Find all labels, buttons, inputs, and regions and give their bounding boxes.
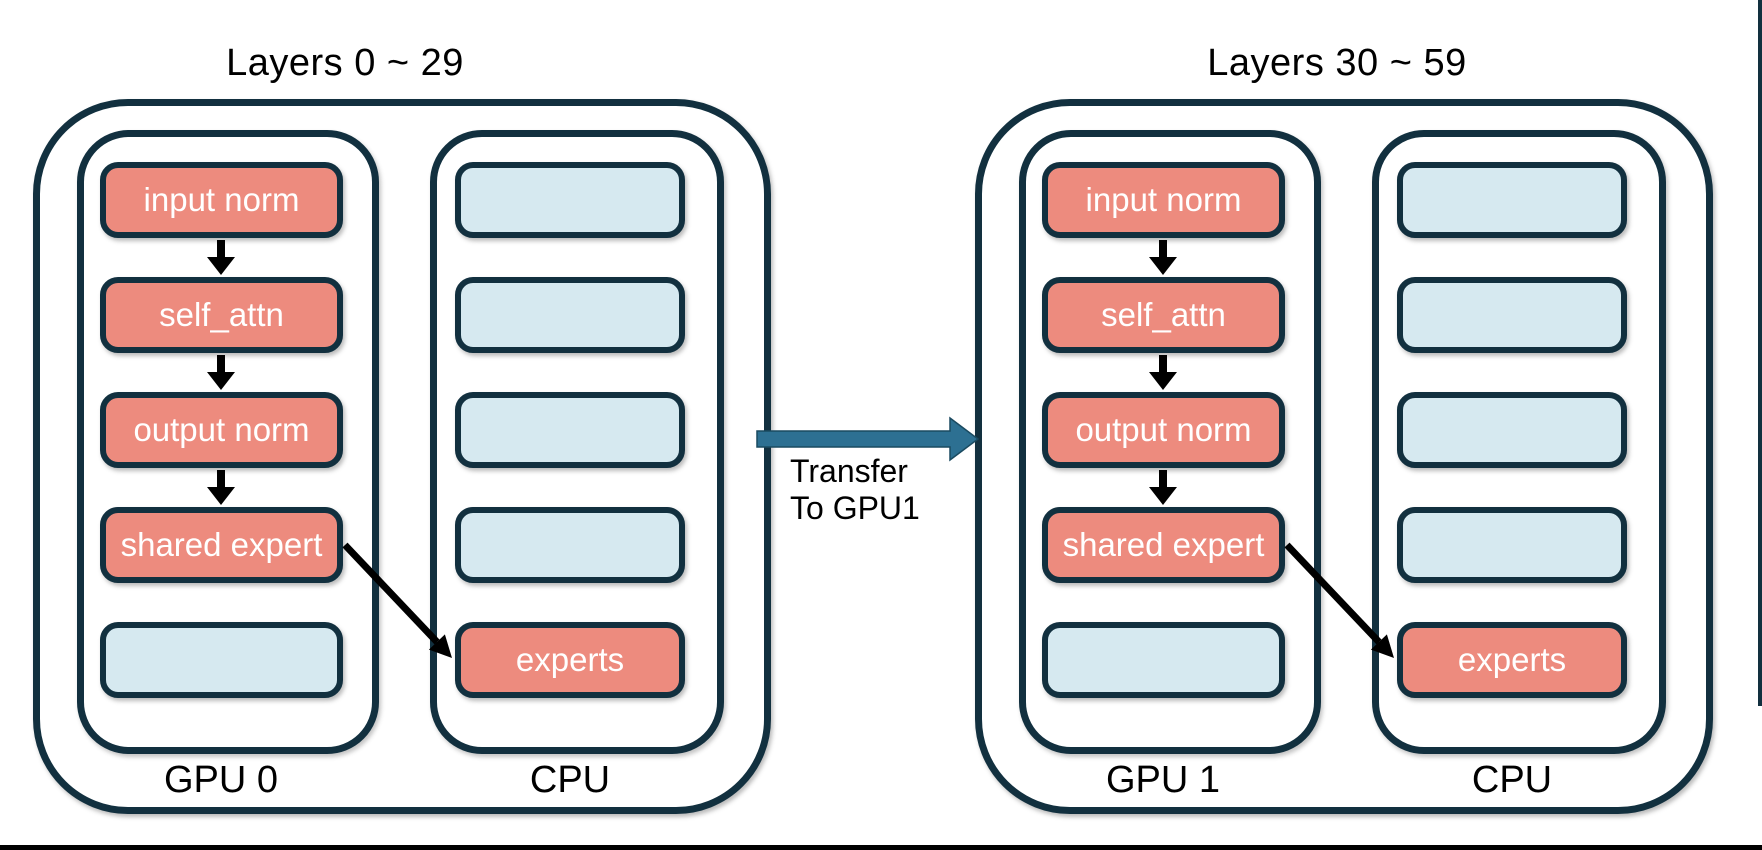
- layer-box-self-attn: self_attn: [1042, 277, 1285, 353]
- transfer-label-line2: To GPU1: [790, 490, 920, 526]
- empty-slot-box: [1397, 162, 1627, 238]
- cpu0-label: CPU: [529, 759, 611, 801]
- layer-box-shared-expert: shared expert: [1042, 507, 1285, 583]
- layers-30-59-group: input norm self_attn output norm shared …: [975, 99, 1713, 814]
- cpu1-container: experts: [1372, 130, 1666, 754]
- cpu0-container: experts: [430, 130, 724, 754]
- transfer-label-line1: Transfer: [790, 453, 908, 489]
- empty-slot-box: [455, 392, 685, 468]
- layer-box-experts: experts: [1397, 622, 1627, 698]
- empty-slot-box: [1397, 392, 1627, 468]
- empty-slot-box: [1397, 507, 1627, 583]
- transfer-label: Transfer To GPU1: [790, 453, 920, 527]
- layer-box-input-norm: input norm: [1042, 162, 1285, 238]
- gpu0-container: input norm self_attn output norm shared …: [77, 130, 379, 754]
- layer-box-experts: experts: [455, 622, 685, 698]
- gpu0-label: GPU 0: [163, 759, 279, 801]
- empty-slot-box: [455, 162, 685, 238]
- gpu1-label: GPU 1: [1105, 759, 1221, 801]
- page-right-edge-line: [1758, 0, 1762, 706]
- empty-slot-box: [455, 277, 685, 353]
- layer-box-input-norm: input norm: [100, 162, 343, 238]
- layer-box-shared-expert: shared expert: [100, 507, 343, 583]
- cpu1-label: CPU: [1471, 759, 1553, 801]
- gpu1-container: input norm self_attn output norm shared …: [1019, 130, 1321, 754]
- layers-0-29-group: input norm self_attn output norm shared …: [33, 99, 771, 814]
- layer-box-output-norm: output norm: [100, 392, 343, 468]
- layer-box-output-norm: output norm: [1042, 392, 1285, 468]
- right-group-title: Layers 30 ~ 59: [1207, 42, 1467, 84]
- empty-slot-box: [100, 622, 343, 698]
- empty-slot-box: [455, 507, 685, 583]
- layer-box-self-attn: self_attn: [100, 277, 343, 353]
- empty-slot-box: [1397, 277, 1627, 353]
- empty-slot-box: [1042, 622, 1285, 698]
- left-group-title: Layers 0 ~ 29: [226, 42, 464, 84]
- page-bottom-edge-line: [0, 845, 1762, 850]
